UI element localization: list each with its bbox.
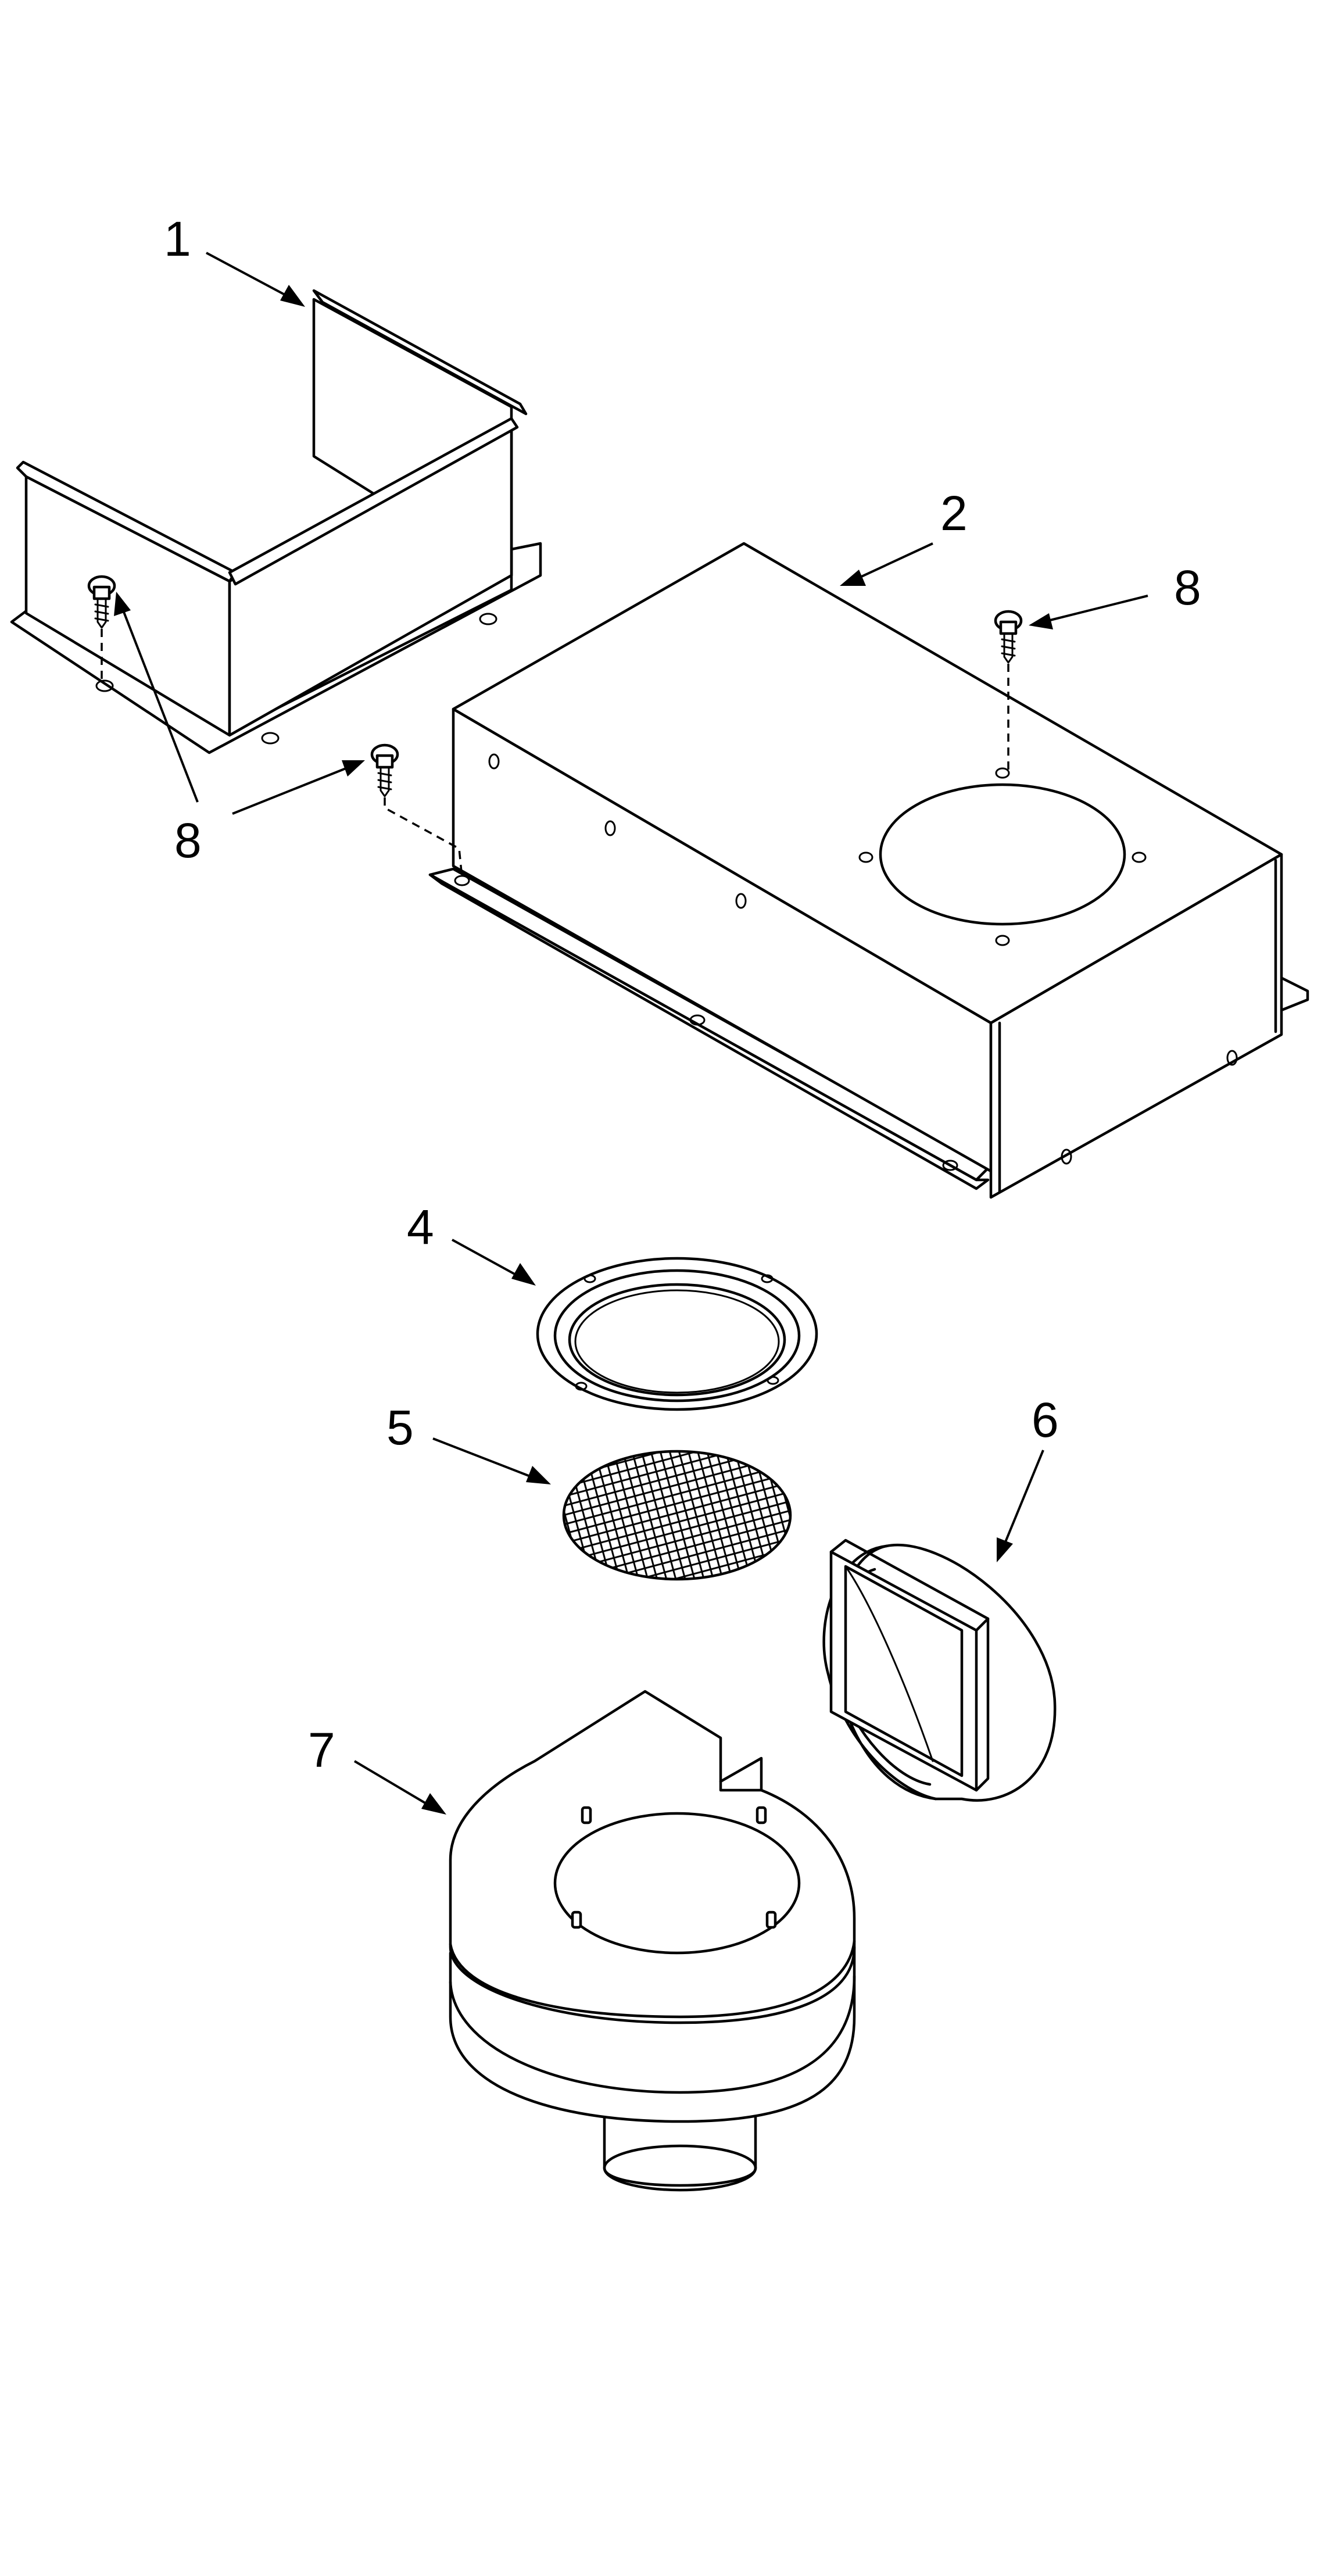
- callout-2-label: 2: [940, 486, 968, 541]
- callout-7: 7: [308, 1723, 446, 1815]
- callout-1: 1: [164, 212, 305, 307]
- callout-8-right-label: 8: [1174, 560, 1201, 615]
- callout-7-label: 7: [308, 1723, 335, 1777]
- callout-8-left: 8: [114, 592, 365, 868]
- part-duct-bracket: [10, 289, 542, 754]
- part-blower: [449, 1690, 856, 2192]
- callout-5: 5: [386, 1400, 551, 1484]
- callout-1-label: 1: [164, 212, 191, 266]
- callout-8-left-label: 8: [174, 813, 202, 868]
- callout-4-label: 4: [407, 1200, 434, 1254]
- part-ring-gasket: [536, 1257, 818, 1411]
- part-duct-transition: [822, 1539, 1057, 1802]
- part-mesh-filter: [562, 1450, 792, 1581]
- callout-5-label: 5: [386, 1400, 414, 1455]
- callout-2: 2: [840, 486, 968, 586]
- blower-pins: [571, 1806, 777, 1929]
- callout-6: 6: [997, 1393, 1059, 1562]
- part-housing-box: [428, 542, 1309, 1199]
- screw-left-housing: [370, 743, 463, 878]
- callout-6-label: 6: [1032, 1393, 1059, 1447]
- callout-8-right: 8: [1029, 560, 1201, 629]
- screw-left-bracket: [87, 575, 116, 683]
- screw-right-housing: [994, 610, 1023, 770]
- callout-4: 4: [407, 1200, 536, 1286]
